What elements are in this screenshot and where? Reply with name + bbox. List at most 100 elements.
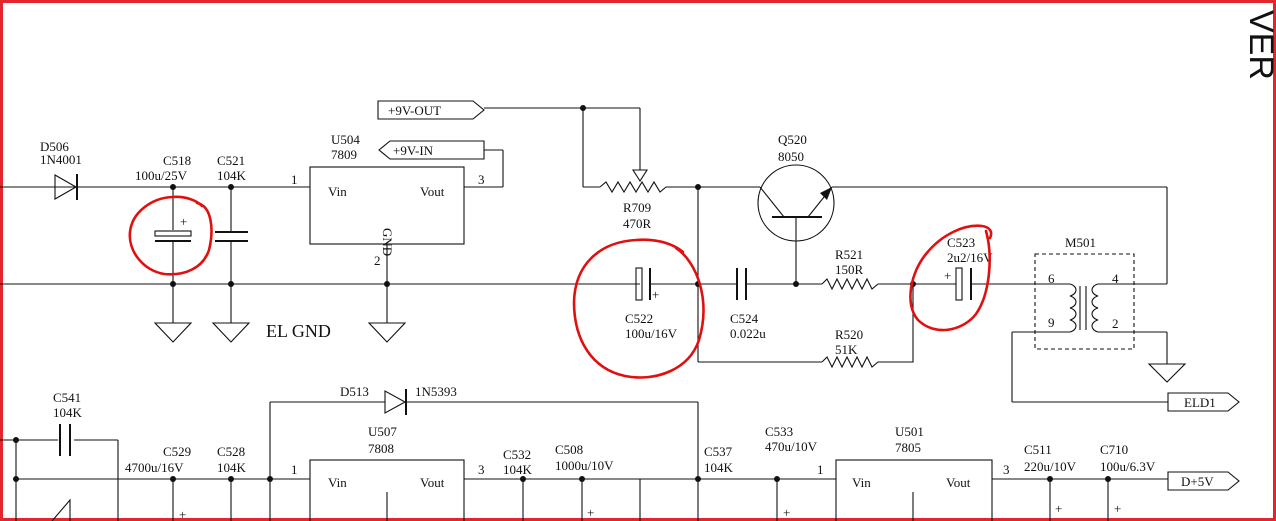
ground-symbols-top: EL GND	[153, 284, 407, 343]
schematic-label: 220u/10V	[1024, 459, 1077, 474]
schematic-label: ELD1	[1184, 395, 1216, 410]
schematic-label: C710	[1100, 442, 1128, 457]
resistor-r520: R520 51K	[821, 281, 916, 369]
schematic-label: 104K	[704, 460, 734, 475]
red-circle-c523	[909, 224, 993, 332]
capacitor-c541: C541 104K	[53, 390, 83, 456]
schematic-label: 1000u/10V	[555, 458, 614, 473]
schematic-label: +	[944, 268, 951, 283]
ground-label: EL GND	[266, 321, 331, 341]
schematic-label: 1	[291, 172, 298, 187]
resistor-r521: R521 150R	[821, 247, 879, 291]
transistor-q520: Q520 8050	[757, 132, 1167, 287]
regulator-u507: Vin Vout U507 7808 1 3	[291, 424, 485, 521]
potentiometer-r709: R709 470R	[583, 107, 698, 231]
capacitor-c537: C537 104K	[704, 444, 734, 475]
schematic-label: +	[179, 507, 186, 521]
schematic-label: 104K	[503, 462, 533, 477]
c518-value: 100u/25V	[135, 168, 188, 183]
top-rail-wire	[0, 186, 1060, 285]
schematic-label: Vin	[328, 184, 347, 199]
schematic-label: C529	[163, 444, 191, 459]
node-698	[695, 184, 822, 363]
capacitor-c529: + C529 4700u/16V	[125, 444, 191, 521]
c524-ref: C524	[730, 311, 759, 326]
schematic-label: 3	[478, 462, 485, 477]
schematic-label: 7805	[895, 440, 921, 455]
capacitor-c524: C524 0.022u	[730, 268, 766, 341]
schematic-label: 7808	[368, 441, 394, 456]
schematic-label: 104K	[217, 460, 247, 475]
schematic-label: +	[587, 505, 594, 520]
schematic-label: Vin	[328, 475, 347, 490]
schematic-label: D+5V	[1181, 474, 1214, 489]
schematic-label: 3	[478, 172, 485, 187]
diode-d506: D506 1N4001	[40, 139, 82, 200]
schematic-label: C528	[217, 444, 245, 459]
schematic-label: +9V-IN	[393, 143, 434, 158]
schematic-label: C511	[1024, 442, 1052, 457]
r709-value: 470R	[623, 216, 652, 231]
schematic-label: +9V-OUT	[388, 103, 441, 118]
schematic-label: C541	[53, 390, 81, 405]
schematic-label: Vout	[946, 475, 971, 490]
u504-ref: U504	[331, 132, 360, 147]
schematic-label: C532	[503, 447, 531, 462]
u504-value: 7809	[331, 147, 357, 162]
schematic-label: 104K	[53, 405, 83, 420]
schematic-label: +	[783, 505, 790, 520]
schematic-label: U507	[368, 424, 397, 439]
c518-ref: C518	[163, 153, 191, 168]
schematic-label: 1	[817, 462, 824, 477]
capacitor-c508: + C508 1000u/10V	[555, 442, 641, 521]
schematic-label: GND	[380, 228, 395, 256]
schematic-label: U501	[895, 424, 924, 439]
port-9v-out: +9V-OUT	[377, 100, 600, 188]
schematic-label: 2	[1112, 316, 1119, 331]
r521-ref: R521	[835, 247, 863, 262]
schematic-label: 2	[374, 253, 381, 268]
c524-value: 0.022u	[730, 326, 766, 341]
capacitor-c532: C532 104K	[503, 447, 533, 521]
capacitor-c521: C521 104K	[215, 153, 248, 287]
capacitor-c533: + C533 470u/10V	[765, 424, 818, 521]
schematic-label: +	[1055, 501, 1062, 516]
capacitor-c710: + C710 100u/6.3V	[1100, 442, 1156, 521]
port-9v-in: +9V-IN	[378, 140, 485, 160]
m501-ref: M501	[1065, 235, 1096, 250]
schematic-label: 9	[1048, 315, 1055, 330]
schematic-label: Vin	[852, 475, 871, 490]
port-eld1: ELD1	[1167, 392, 1240, 412]
schematic-label: +	[652, 287, 659, 302]
schematic-label: Vout	[420, 184, 445, 199]
q520-value: 8050	[778, 149, 804, 164]
capacitor-c511: + C511 220u/10V	[1024, 442, 1077, 521]
c521-value: 104K	[217, 168, 247, 183]
transformer-m501: M501 6 9 4 2	[1011, 187, 1187, 403]
schematic-label: C537	[704, 444, 733, 459]
schematic-label: 470u/10V	[765, 439, 818, 454]
schematic-label: Vout	[420, 475, 445, 490]
schematic-label: C533	[765, 424, 793, 439]
r709-ref: R709	[623, 200, 651, 215]
schematic-label: +	[1114, 501, 1121, 516]
schematic-label: 6	[1048, 271, 1055, 286]
port-d5v: D+5V	[1167, 471, 1240, 491]
schematic-label: C508	[555, 442, 583, 457]
capacitor-c518: + C518 100u/25V	[135, 153, 192, 287]
capacitor-c522: + C522 100u/16V	[625, 267, 678, 341]
corner-text: VER	[1242, 10, 1276, 80]
c522-ref: C522	[625, 311, 653, 326]
schematic-label: +	[180, 214, 187, 229]
schematic-label: 3	[1003, 462, 1010, 477]
c521-ref: C521	[217, 153, 245, 168]
d506-ref: D506	[40, 139, 69, 154]
r520-ref: R520	[835, 327, 863, 342]
r521-value: 150R	[835, 262, 864, 277]
capacitor-c528: C528 104K	[217, 444, 247, 521]
schematic-label: 1N5393	[415, 384, 457, 399]
schematic-label: D513	[340, 384, 369, 399]
capacitor-c523: + C523 2u2/16V	[944, 235, 993, 301]
